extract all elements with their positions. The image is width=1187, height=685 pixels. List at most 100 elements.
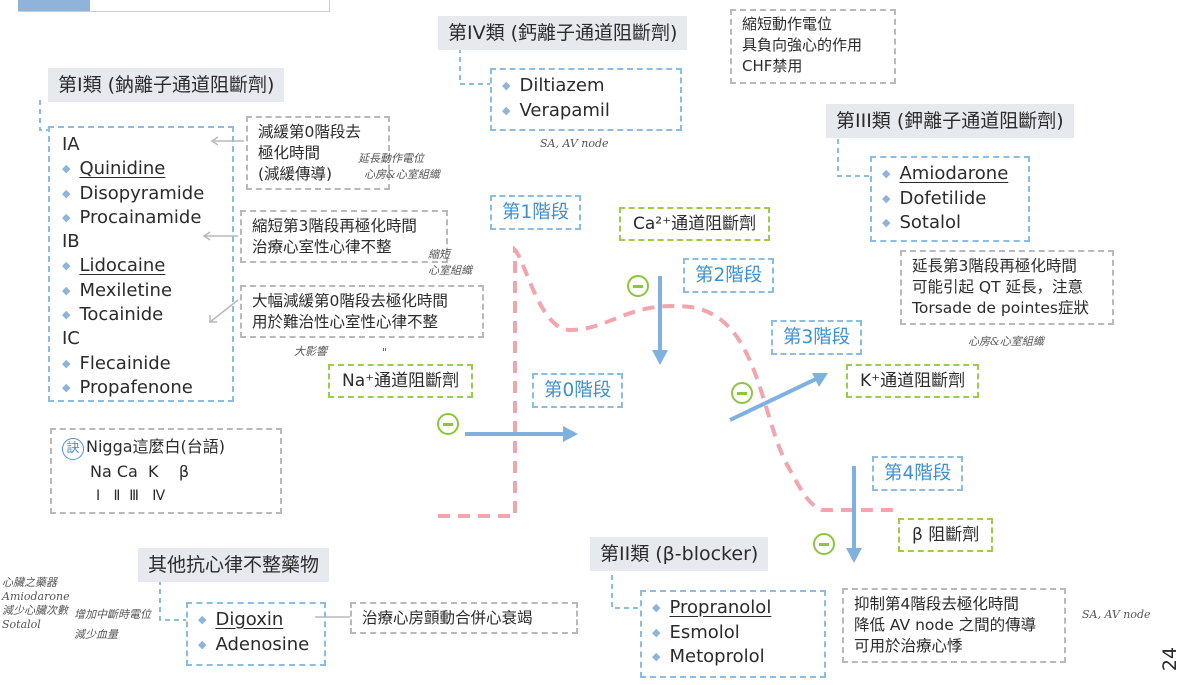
subgroup-ic: IC — [62, 328, 80, 350]
class4-handnote: SA, AV node — [540, 137, 609, 150]
bullet-icon: ◆ — [62, 162, 71, 176]
bullet-icon: ◆ — [882, 191, 891, 205]
class1-handnote-ib-1: 縮短 — [428, 248, 450, 261]
drug-esmolol: ◆Esmolol — [652, 621, 740, 643]
bullet-icon: ◆ — [198, 637, 207, 651]
subgroup-ia: IA — [62, 134, 80, 155]
drug-tocainide: ◆Tocainide — [62, 304, 164, 326]
class1-handnote-ia-2: 心房&心室組織 — [364, 168, 440, 181]
class3-title: 第III類 (鉀離子通道阻斷劑) — [826, 104, 1074, 138]
bullet-icon: ◆ — [882, 167, 891, 180]
class2-title: 第II類 (β-blocker) — [590, 537, 769, 571]
other-drug-list: ◆Digoxin ◆Adenosine — [186, 602, 326, 666]
drug-flecainide: ◆Flecainide — [62, 352, 171, 374]
drug-sotalol: ◆Sotalol — [882, 212, 962, 233]
class1-note-ic: 大幅減緩第0階段去極化時間 用於難治性心室性心律不整 — [240, 285, 484, 338]
class1-handnote-ib-2: 心室組織 — [428, 264, 472, 277]
other-title: 其他抗心律不整藥物 — [138, 548, 330, 582]
class2-handnote: SA, AV node — [1082, 608, 1151, 621]
top-strip-accent — [18, 0, 90, 11]
class1-handnote-ia-1: 延長動作電位 — [358, 152, 424, 165]
drug-quinidine: ◆Quinidine — [62, 158, 166, 180]
drug-digoxin: ◆Digoxin — [198, 609, 284, 630]
class2-connector — [611, 566, 640, 609]
bullet-icon: ◆ — [62, 259, 71, 273]
drug-metoprolol: ◆Metoprolol — [652, 646, 765, 667]
bullet-icon: ◆ — [62, 380, 71, 394]
drug-mexiletine: ◆Mexiletine — [62, 279, 173, 301]
bullet-icon: ◆ — [62, 186, 71, 200]
drug-verapamil: ◆Verapamil — [502, 99, 610, 121]
mnemonic-classes: Ⅰ Ⅱ Ⅲ Ⅳ — [96, 488, 166, 504]
bullet-icon: ◆ — [502, 103, 511, 117]
inhibit-minus-icon — [813, 533, 835, 555]
phase-3-label: 第3階段 — [771, 320, 863, 355]
bullet-icon: ◆ — [652, 650, 661, 663]
class3-note: 延長第3階段再極化時間 可能引起 QT 延長，注意 Torsade de poi… — [900, 250, 1114, 325]
k-arrowhead — [812, 373, 828, 387]
class1-handnote-ic: 大影響 — [294, 345, 327, 358]
phase-1-label: 第1階段 — [490, 195, 582, 230]
class4-note: 縮短動作電位 具負向強心的作用 CHF禁用 — [730, 9, 896, 84]
bullet-icon: ◆ — [882, 216, 891, 229]
other-connector — [159, 580, 186, 621]
drug-diltiazem: ◆Diltiazem — [502, 75, 605, 96]
drug-adenosine: ◆Adenosine — [198, 633, 310, 655]
phase-4-label: 第4階段 — [872, 456, 964, 491]
phase-2-label: 第2階段 — [683, 258, 775, 293]
drug-propranolol: ◆Propranolol — [652, 597, 772, 618]
mnemonic-icon: 訣 — [62, 438, 84, 460]
class3-drug-list: ◆Amiodarone ◆Dofetilide ◆Sotalol — [870, 156, 1030, 242]
inhibit-minus-icon — [627, 275, 649, 297]
drug-dofetilide: ◆Dofetilide — [882, 187, 987, 209]
class1-drug-list: IA ◆Quinidine ◆Disopyramide ◆Procainamid… — [48, 126, 234, 402]
drug-lidocaine: ◆Lidocaine — [62, 255, 166, 277]
ca-arrowhead — [652, 350, 668, 365]
mnemonic-title: Nigga這麼白(台語) — [86, 437, 226, 456]
bullet-icon: ◆ — [652, 601, 661, 614]
ca-blocker-label: Ca²⁺通道阻斷劑 — [619, 207, 771, 241]
class2-note: 抑制第4階段去極化時間 降低 AV node 之間的傳導 可用於治療心悸 — [842, 588, 1066, 663]
class4-title: 第IV類 (鈣離子通道阻斷劑) — [438, 16, 688, 50]
class2-drug-list: ◆Propranolol ◆Esmolol ◆Metoprolol — [640, 590, 826, 678]
beta-arrowhead — [846, 548, 862, 563]
class3-connector — [837, 130, 870, 177]
class4-connector — [459, 48, 490, 85]
na-arrowhead — [563, 426, 578, 442]
other-note: 治療心房顫動合併心衰竭 — [350, 602, 578, 634]
bullet-icon: ◆ — [652, 625, 661, 639]
mnemonic-ions: Na Ca K β — [90, 462, 190, 481]
class1-note-ib: 縮短第3階段再極化時間 治療心室性心律不整 — [240, 210, 448, 263]
beta-blocker-label: β 阻斷劑 — [898, 518, 994, 552]
inhibit-minus-icon — [437, 413, 459, 435]
bullet-icon: ◆ — [198, 613, 207, 626]
bullet-icon: ◆ — [62, 283, 71, 297]
class1-note-ia: 減緩第0階段去 極化時間 (減緩傳導) — [246, 116, 390, 190]
other-handnote-left: 心臟之藥器 Amiodarone 減少心臟次數 Sotalol — [2, 576, 70, 631]
class4-drug-list: ◆Diltiazem ◆Verapamil — [490, 68, 682, 131]
k-blocker-label: K⁺通道阻斷劑 — [846, 364, 980, 398]
class1-title: 第I類 (鈉離子通道阻斷劑) — [48, 68, 285, 102]
subgroup-ib: IB — [62, 231, 80, 253]
action-potential-curve — [438, 245, 895, 518]
pointer-ia — [210, 136, 244, 146]
class3-handnote: 心房&心室組織 — [968, 335, 1044, 348]
other-handnote-mid: 增加中斷時電位 減少血量 — [74, 608, 151, 641]
bullet-icon: ◆ — [502, 79, 511, 92]
bullet-icon: ◆ — [62, 356, 71, 370]
drug-procainamide: ◆Procainamide — [62, 206, 202, 228]
k-arrow — [729, 376, 819, 422]
class1-connector — [39, 100, 48, 131]
drug-amiodarone: ◆Amiodarone — [882, 163, 1009, 184]
phase-0-label: 第0階段 — [532, 373, 624, 408]
inhibit-minus-icon — [731, 382, 753, 404]
drug-propafenone: ◆Propafenone — [62, 376, 193, 398]
bullet-icon: ◆ — [62, 308, 71, 322]
na-blocker-label: Na⁺通道阻斷劑 — [328, 364, 474, 398]
drug-disopyramide: ◆Disopyramide — [62, 182, 205, 204]
bullet-icon: ◆ — [62, 210, 71, 224]
page-number: 24 — [1159, 646, 1182, 672]
